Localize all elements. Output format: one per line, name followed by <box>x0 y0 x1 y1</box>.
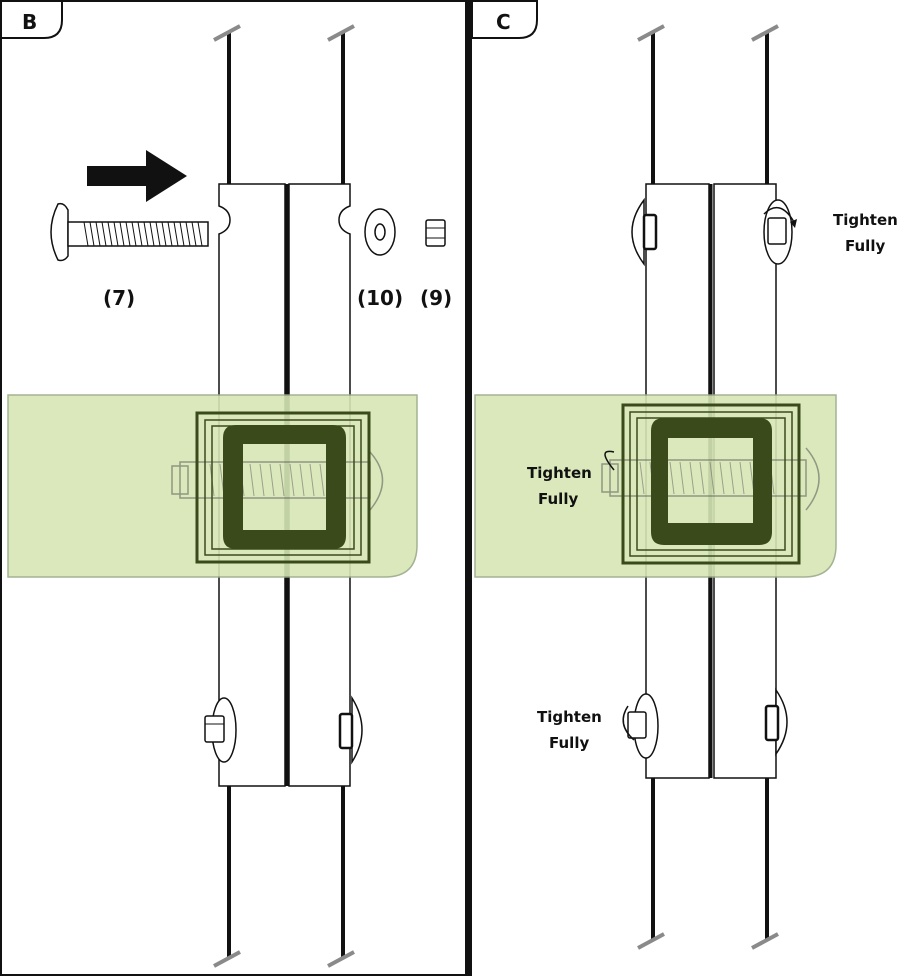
annotation-top-right-line2: Fully <box>845 237 885 255</box>
panel-divider <box>465 0 472 976</box>
panel-b: B <box>0 0 468 976</box>
nut <box>425 219 446 247</box>
panel-b-label: B <box>22 10 37 34</box>
nut-part-number: (9) <box>420 286 452 310</box>
bolt-through-c <box>601 447 820 511</box>
rail-upper-b <box>213 24 355 184</box>
washer <box>364 208 396 256</box>
washer-part-number: (10) <box>357 286 403 310</box>
bolt-head-lower-right-c <box>764 687 788 757</box>
clamp-c <box>621 403 801 565</box>
annotation-bottom-left-line1: Tighten <box>537 708 602 726</box>
bolt-head-lower-right-b <box>338 695 363 765</box>
rotate-arrow-icon <box>763 206 795 223</box>
carriage-bolt <box>50 202 209 262</box>
annotation-middle-left-line2: Fully <box>538 490 578 508</box>
panel-c-label: C <box>496 10 511 34</box>
nut-upper-right-c <box>763 199 797 265</box>
bolt-head-upper-left-c <box>631 197 658 267</box>
annotation-middle-left-line1: Tighten <box>527 464 592 482</box>
annotation-top-right-line1: Tighten <box>833 211 898 229</box>
rail-lower-b <box>213 786 355 968</box>
bolt-part-number: (7) <box>103 286 135 310</box>
rotate-arrow-middle-icon <box>604 450 615 471</box>
direction-arrow <box>87 150 187 202</box>
panel-b-label-tab: B <box>0 0 63 39</box>
rail-upper-c <box>637 24 779 184</box>
annotation-bottom-left-line2: Fully <box>549 734 589 752</box>
bolt-head-lower-left-b <box>204 697 237 763</box>
rail-lower-c <box>637 778 779 950</box>
clamp-b <box>195 411 371 564</box>
panel-c-label-tab: C <box>471 0 538 39</box>
panel-c: C Ti <box>471 0 898 950</box>
bolt-head-lower-left-c <box>622 693 659 759</box>
